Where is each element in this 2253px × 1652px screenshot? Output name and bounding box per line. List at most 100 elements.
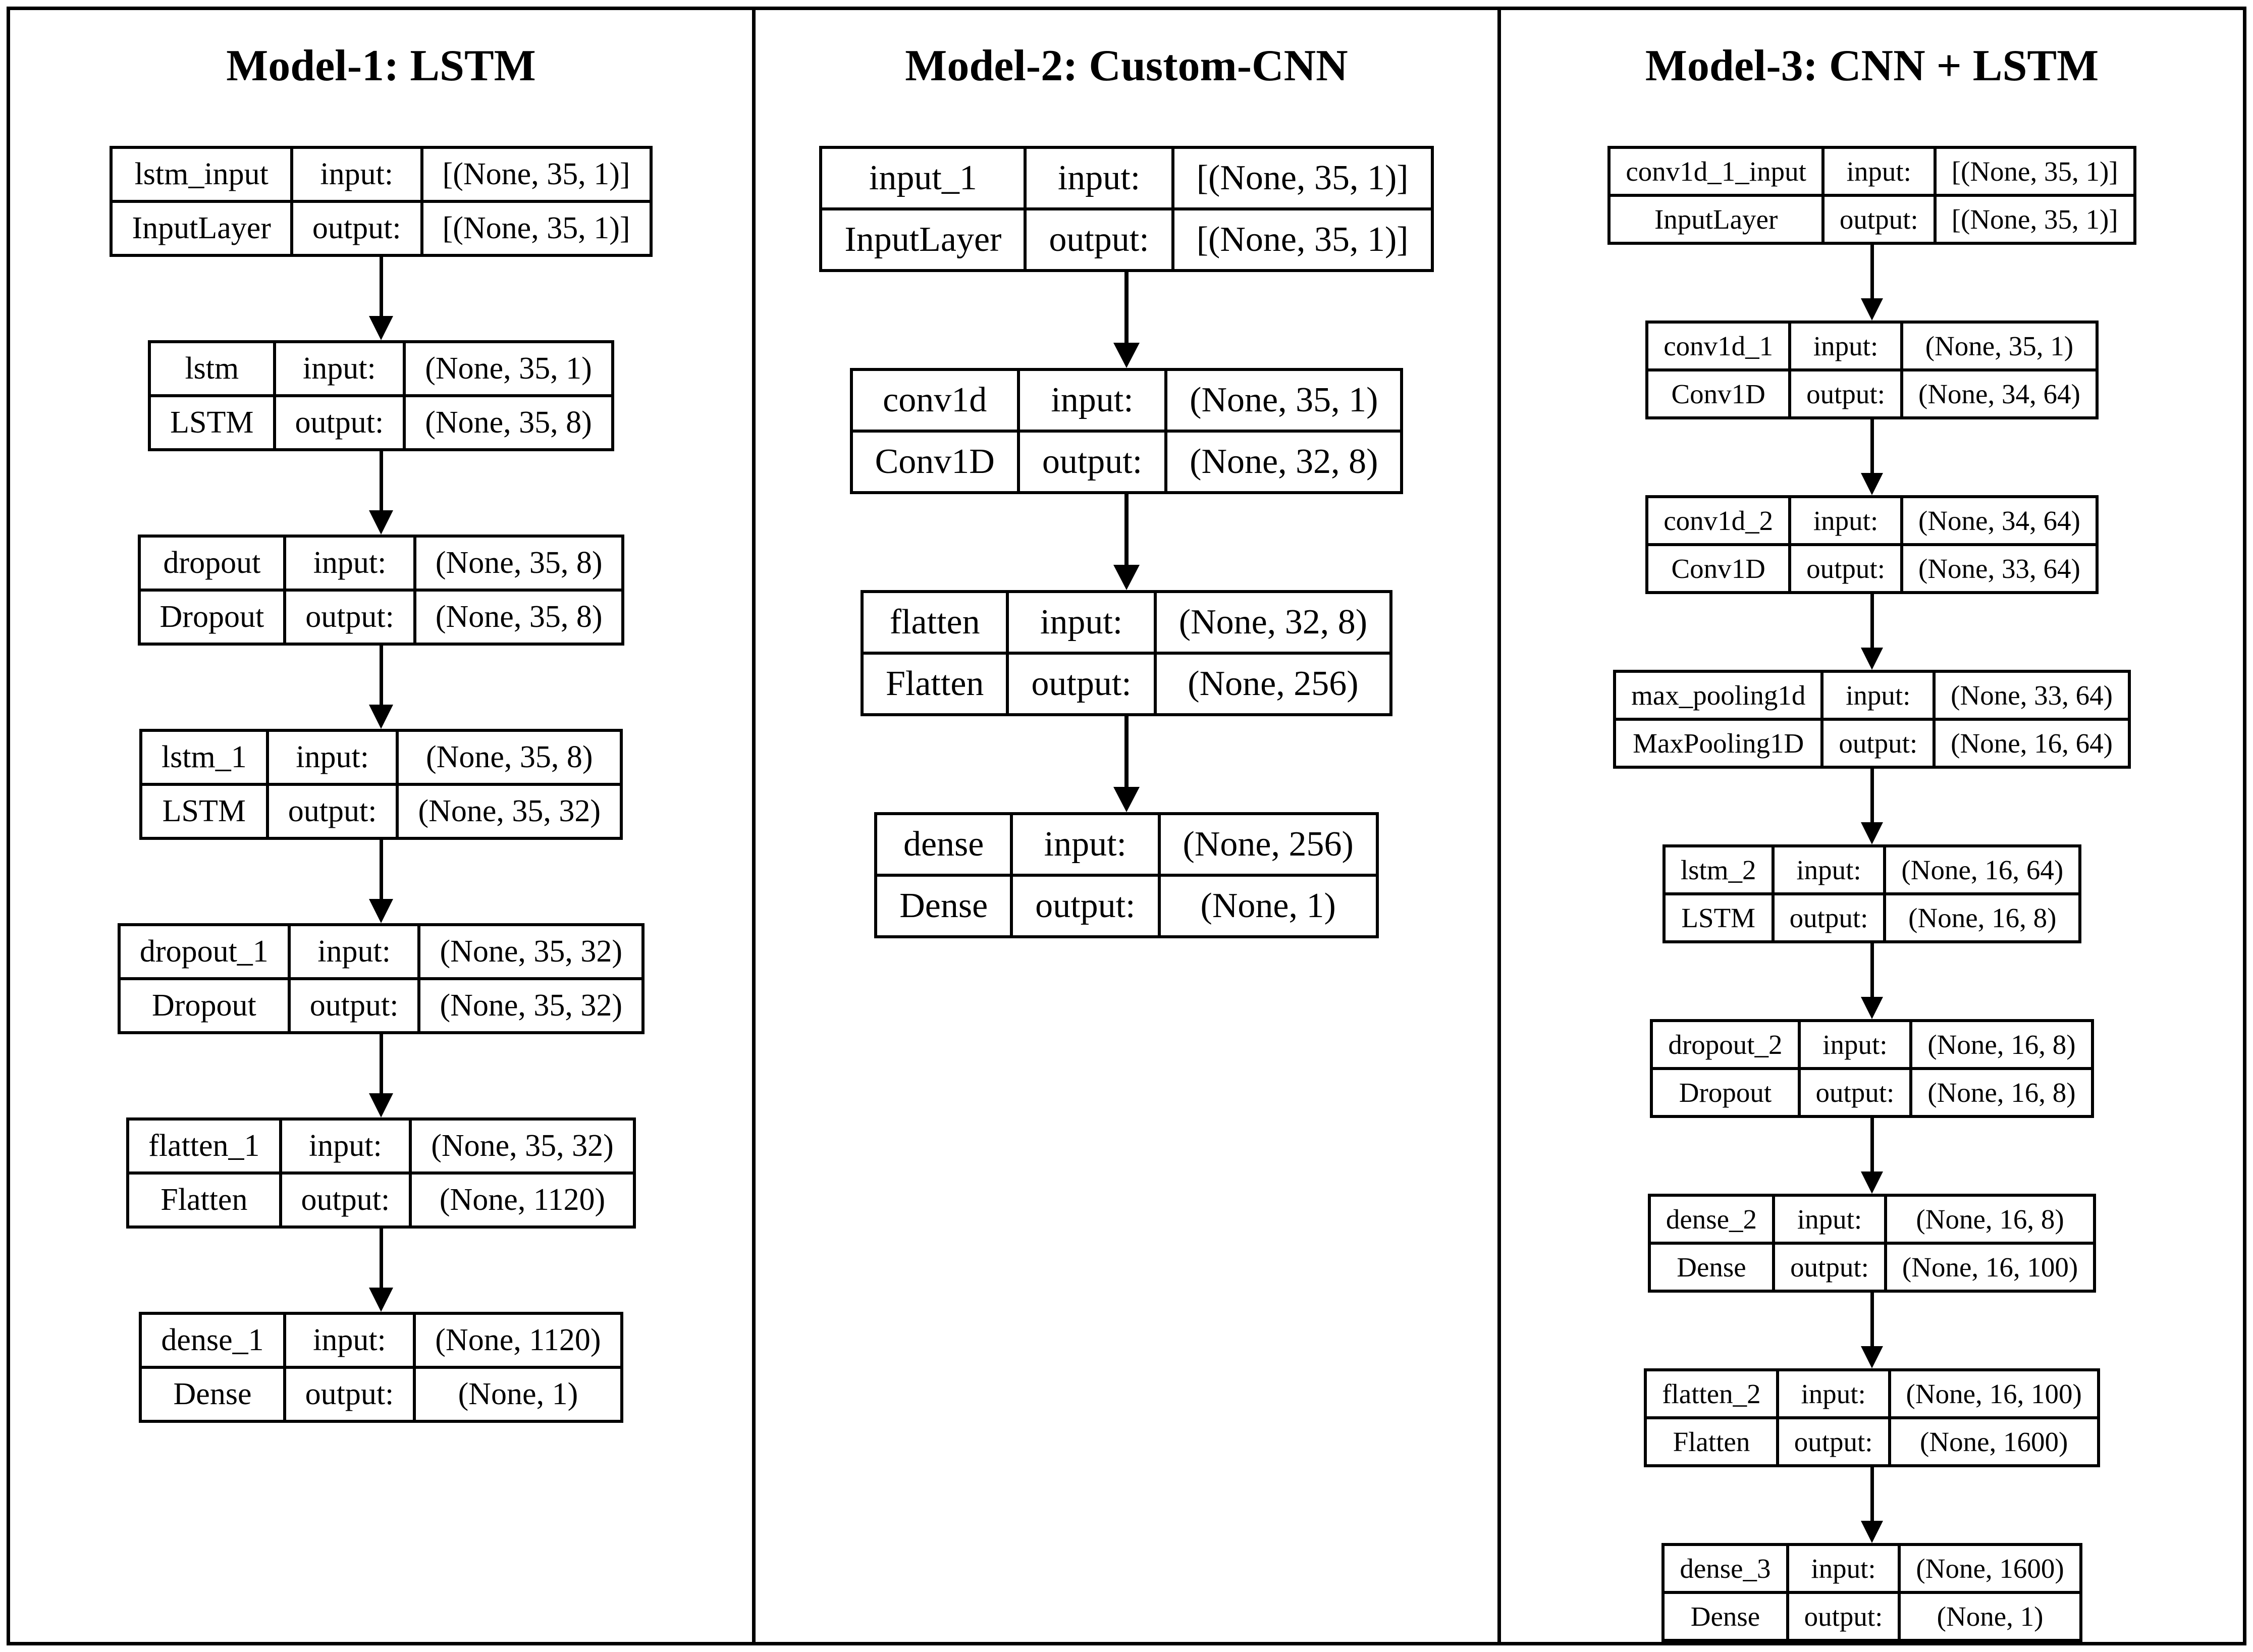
layer-type: Dense [1661,1591,1789,1642]
layer-output-shape: (None, 35, 8) [403,394,614,452]
input-label: input: [265,729,399,786]
arrow-head-icon [369,1288,393,1312]
output-label: output: [1786,1591,1901,1642]
layer-output-shape: (None, 16, 8) [1883,892,2082,944]
layer-input-shape: (None, 35, 8) [396,729,623,786]
layer-input-shape: (None, 35, 1) [403,340,614,398]
input-label: input: [1788,321,1903,372]
layer-box-dense_2: dense_2 input: (None, 16, 8) Dense outpu… [1647,1194,2097,1293]
output-label: output: [1772,1242,1887,1293]
layer-type: InputLayer [819,207,1027,273]
flow-arrow [1861,943,1883,1020]
flow-arrow [1861,594,1883,670]
layer-input-shape: (None, 33, 64) [1933,670,2131,721]
layer-output-shape: (None, 34, 64) [1900,368,2099,420]
layer-input-shape: (None, 35, 8) [413,535,625,592]
layer-name: conv1d_1_input [1607,146,1825,197]
layer-input-shape: (None, 35, 32) [409,1117,636,1175]
layer-type: InputLayer [110,200,293,257]
layer-input-shape: [(None, 35, 1)] [1933,146,2136,197]
layer-type: Dropout [137,589,287,646]
layer-type: LSTM [139,783,269,840]
arrow-head-icon [1861,298,1883,321]
layer-input-shape: (None, 35, 32) [417,923,645,981]
layer-output-shape: (None, 35, 32) [417,977,645,1035]
arrow-head-icon [1113,343,1140,368]
flow-arrow [369,840,393,924]
flow-arrow [369,1034,393,1118]
arrow-stem [379,1229,383,1288]
flow-arrow [1861,245,1883,321]
model-3-panel: Model-3: CNN + LSTM conv1d_1_input input… [1497,10,2243,1642]
input-label: input: [283,1312,416,1369]
layer-type: Dense [139,1366,286,1423]
arrow-stem [1870,1118,1874,1172]
layer-name: conv1d [849,368,1020,433]
flow-arrow [1861,419,1883,496]
layer-input-shape: (None, 34, 64) [1900,495,2099,547]
flow-arrow [369,646,393,729]
arrow-head-icon [1861,822,1883,845]
layer-box-flatten_2: flatten_2 input: (None, 16, 100) Flatten… [1644,1368,2100,1468]
arrow-head-icon [1861,1346,1883,1369]
layer-output-shape: (None, 1) [1898,1591,2082,1642]
layer-name: lstm_input [110,146,293,203]
input-label: input: [1024,146,1174,211]
layer-input-shape: (None, 35, 1) [1900,321,2099,372]
layer-type: LSTM [148,394,276,452]
layer-box-lstm: lstm input: (None, 35, 1) LSTM output: (… [148,340,614,452]
flow-arrow [1861,769,1883,845]
layer-input-shape: (None, 256) [1157,812,1379,877]
output-label: output: [1771,892,1887,944]
layer-input-shape: (None, 1600) [1898,1543,2082,1594]
layer-type: MaxPooling1D [1613,718,1824,769]
layer-box-dense_3: dense_3 input: (None, 1600) Dense output… [1661,1543,2082,1642]
arrow-head-icon [1113,787,1140,813]
layer-box-flatten_1: flatten_1 input: (None, 35, 32) Flatten … [126,1117,636,1229]
layer-input-shape: (None, 16, 8) [1884,1194,2097,1245]
layer-output-shape: (None, 32, 8) [1164,430,1404,495]
layer-type: Flatten [860,652,1009,717]
layer-type: Conv1D [849,430,1020,495]
layer-name: dropout_2 [1650,1019,1801,1071]
layer-name: max_pooling1d [1613,670,1824,721]
arrow-head-icon [1861,1171,1883,1194]
layer-box-conv1d: conv1d input: (None, 35, 1) Conv1D outpu… [849,368,1404,495]
layer-name: flatten_2 [1644,1368,1779,1420]
arrow-head-icon [369,510,393,535]
output-label: output: [1788,368,1903,420]
input-label: input: [1820,670,1936,721]
input-label: input: [1788,495,1903,547]
layer-box-dropout_2: dropout_2 input: (None, 16, 8) Dropout o… [1650,1019,2094,1118]
layer-type: Flatten [1644,1416,1779,1468]
model-3-title: Model-3: CNN + LSTM [1645,41,2099,90]
arrow-stem [379,257,383,316]
layer-output-shape: (None, 1120) [409,1171,636,1229]
layer-box-dropout: dropout input: (None, 35, 8) Dropout out… [137,535,625,646]
layer-name: dropout [137,535,287,592]
layer-input-shape: (None, 32, 8) [1153,590,1393,655]
output-label: output: [283,1366,416,1423]
input-label: input: [1772,1194,1887,1245]
layer-box-max_pooling1d: max_pooling1d input: (None, 33, 64) MaxP… [1613,670,2131,769]
input-label: input: [1006,590,1157,655]
layer-name: dropout_1 [117,923,291,981]
layer-box-input_1: input_1 input: [(None, 35, 1)] InputLaye… [819,146,1434,273]
layer-output-shape: (None, 1600) [1888,1416,2100,1468]
arrow-stem [1124,494,1129,565]
arrow-head-icon [369,1093,393,1118]
arrow-stem [1870,245,1874,299]
layer-box-lstm_2: lstm_2 input: (None, 16, 64) LSTM output… [1662,844,2082,944]
flow-arrow [1113,272,1140,368]
layer-output-shape: (None, 16, 100) [1884,1242,2097,1293]
flow-arrow [1113,716,1140,813]
flow-arrow [369,451,393,535]
layer-type: Dense [1647,1242,1776,1293]
output-label: output: [1006,652,1157,717]
layer-input-shape: (None, 35, 1) [1164,368,1404,433]
model-1-title: Model-1: LSTM [226,41,536,90]
input-label: input: [1786,1543,1901,1594]
layer-box-conv1d_2: conv1d_2 input: (None, 34, 64) Conv1D ou… [1645,495,2099,595]
input-label: input: [1016,368,1168,433]
layer-input-shape: [(None, 35, 1)] [420,146,653,203]
